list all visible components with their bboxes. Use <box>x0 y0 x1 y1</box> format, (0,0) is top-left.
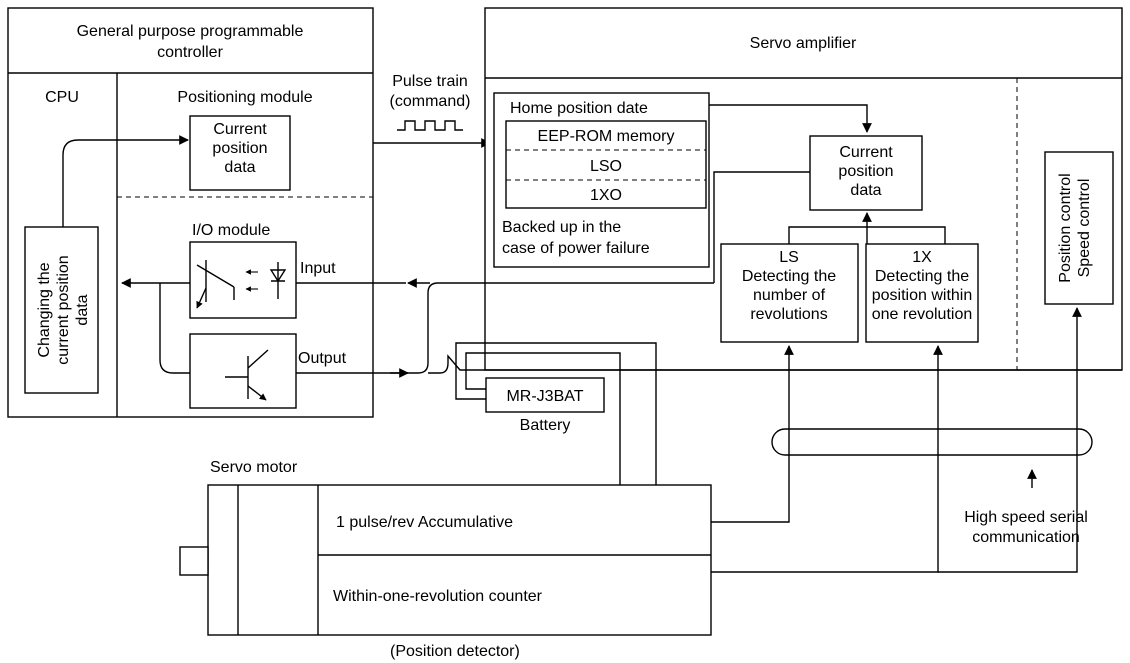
onex-line1: 1X <box>912 249 932 266</box>
comm-label-line2: communication <box>972 529 1080 546</box>
changing-current-position-box: Changing the current position data <box>24 226 99 394</box>
controller-cpd-line3: data <box>224 159 255 176</box>
ls-line1: LS <box>779 249 799 266</box>
servo-motor: Servo motor 1 pulse/rev Accumulative Wit… <box>179 459 712 660</box>
position-detector-label: (Position detector) <box>390 643 520 660</box>
input-optocoupler <box>189 241 297 319</box>
changing-line2: current position <box>55 255 72 364</box>
positioning-module-label: Positioning module <box>177 89 312 106</box>
memory-row-lso: LSO <box>590 158 622 175</box>
controller-title-line2: controller <box>157 44 223 61</box>
pulse-wave-icon <box>397 120 463 131</box>
memory-row-eeprom: EEP-ROM memory <box>538 128 675 145</box>
battery: MR-J3BAT Battery <box>455 342 657 485</box>
amp-cpd-line3: data <box>850 182 881 199</box>
serial-cable: High speed serial communication <box>771 428 1093 546</box>
ls-line2: Detecting the <box>742 268 836 285</box>
output-transistor <box>189 333 297 409</box>
comm-label-line1: High speed serial <box>964 509 1088 526</box>
pulse-train-line2: (command) <box>390 93 471 110</box>
pulse-train: Pulse train (command) <box>373 73 491 148</box>
input-label: Input <box>300 260 336 277</box>
battery-model: MR-J3BAT <box>506 388 583 405</box>
amp-cpd-line1: Current <box>839 144 893 161</box>
output-label: Output <box>298 350 347 367</box>
io-module-label: I/O module <box>192 222 270 239</box>
controller-title-line1: General purpose programmable <box>77 23 304 40</box>
position-control-label: Position control <box>1057 173 1074 282</box>
ls-line4: revolutions <box>750 306 827 323</box>
motor-row2: Within-one-revolution counter <box>333 588 543 605</box>
servo-motor-title: Servo motor <box>210 459 298 476</box>
controller-current-position-box: Current position data <box>189 115 291 191</box>
ls-line3: number of <box>753 287 826 304</box>
controller-cpd-line1: Current <box>213 121 267 138</box>
amp-current-position-box: Current position data <box>809 135 923 211</box>
battery-label: Battery <box>520 417 571 434</box>
home-position-label: Home position date <box>510 100 648 117</box>
onex-line2: Detecting the <box>875 268 969 285</box>
changing-line1: Changing the <box>36 262 53 357</box>
motor-shaft <box>179 546 209 576</box>
speed-control-label: Speed control <box>1076 179 1093 278</box>
backup-note-line1: Backed up in the <box>502 219 621 236</box>
memory-row-1xo: 1XO <box>590 187 622 204</box>
controller-cpd-line2: position <box>212 140 267 157</box>
onex-detector-box: 1X Detecting the position within one rev… <box>865 243 979 343</box>
position-speed-control-box: Position control Speed control <box>1044 151 1114 305</box>
amp-cpd-line2: position <box>838 163 893 180</box>
backup-note-line2: case of power failure <box>502 240 650 257</box>
ls-detector-box: LS Detecting the number of revolutions <box>720 243 859 343</box>
programmable-controller: General purpose programmable controller … <box>7 7 374 418</box>
motor-row1: 1 pulse/rev Accumulative <box>336 514 513 531</box>
onex-line3: position within <box>872 287 973 304</box>
onex-line4: one revolution <box>872 306 973 323</box>
cpu-label: CPU <box>45 89 79 106</box>
changing-line3: data <box>74 294 91 325</box>
home-position-memory-block: Home position date EEP-ROM memory LSO 1X… <box>493 92 710 268</box>
pulse-train-line1: Pulse train <box>392 73 468 90</box>
servo-amplifier-title: Servo amplifier <box>750 35 857 52</box>
servo-amplifier: Servo amplifier Home position date EEP-R… <box>484 7 1123 371</box>
